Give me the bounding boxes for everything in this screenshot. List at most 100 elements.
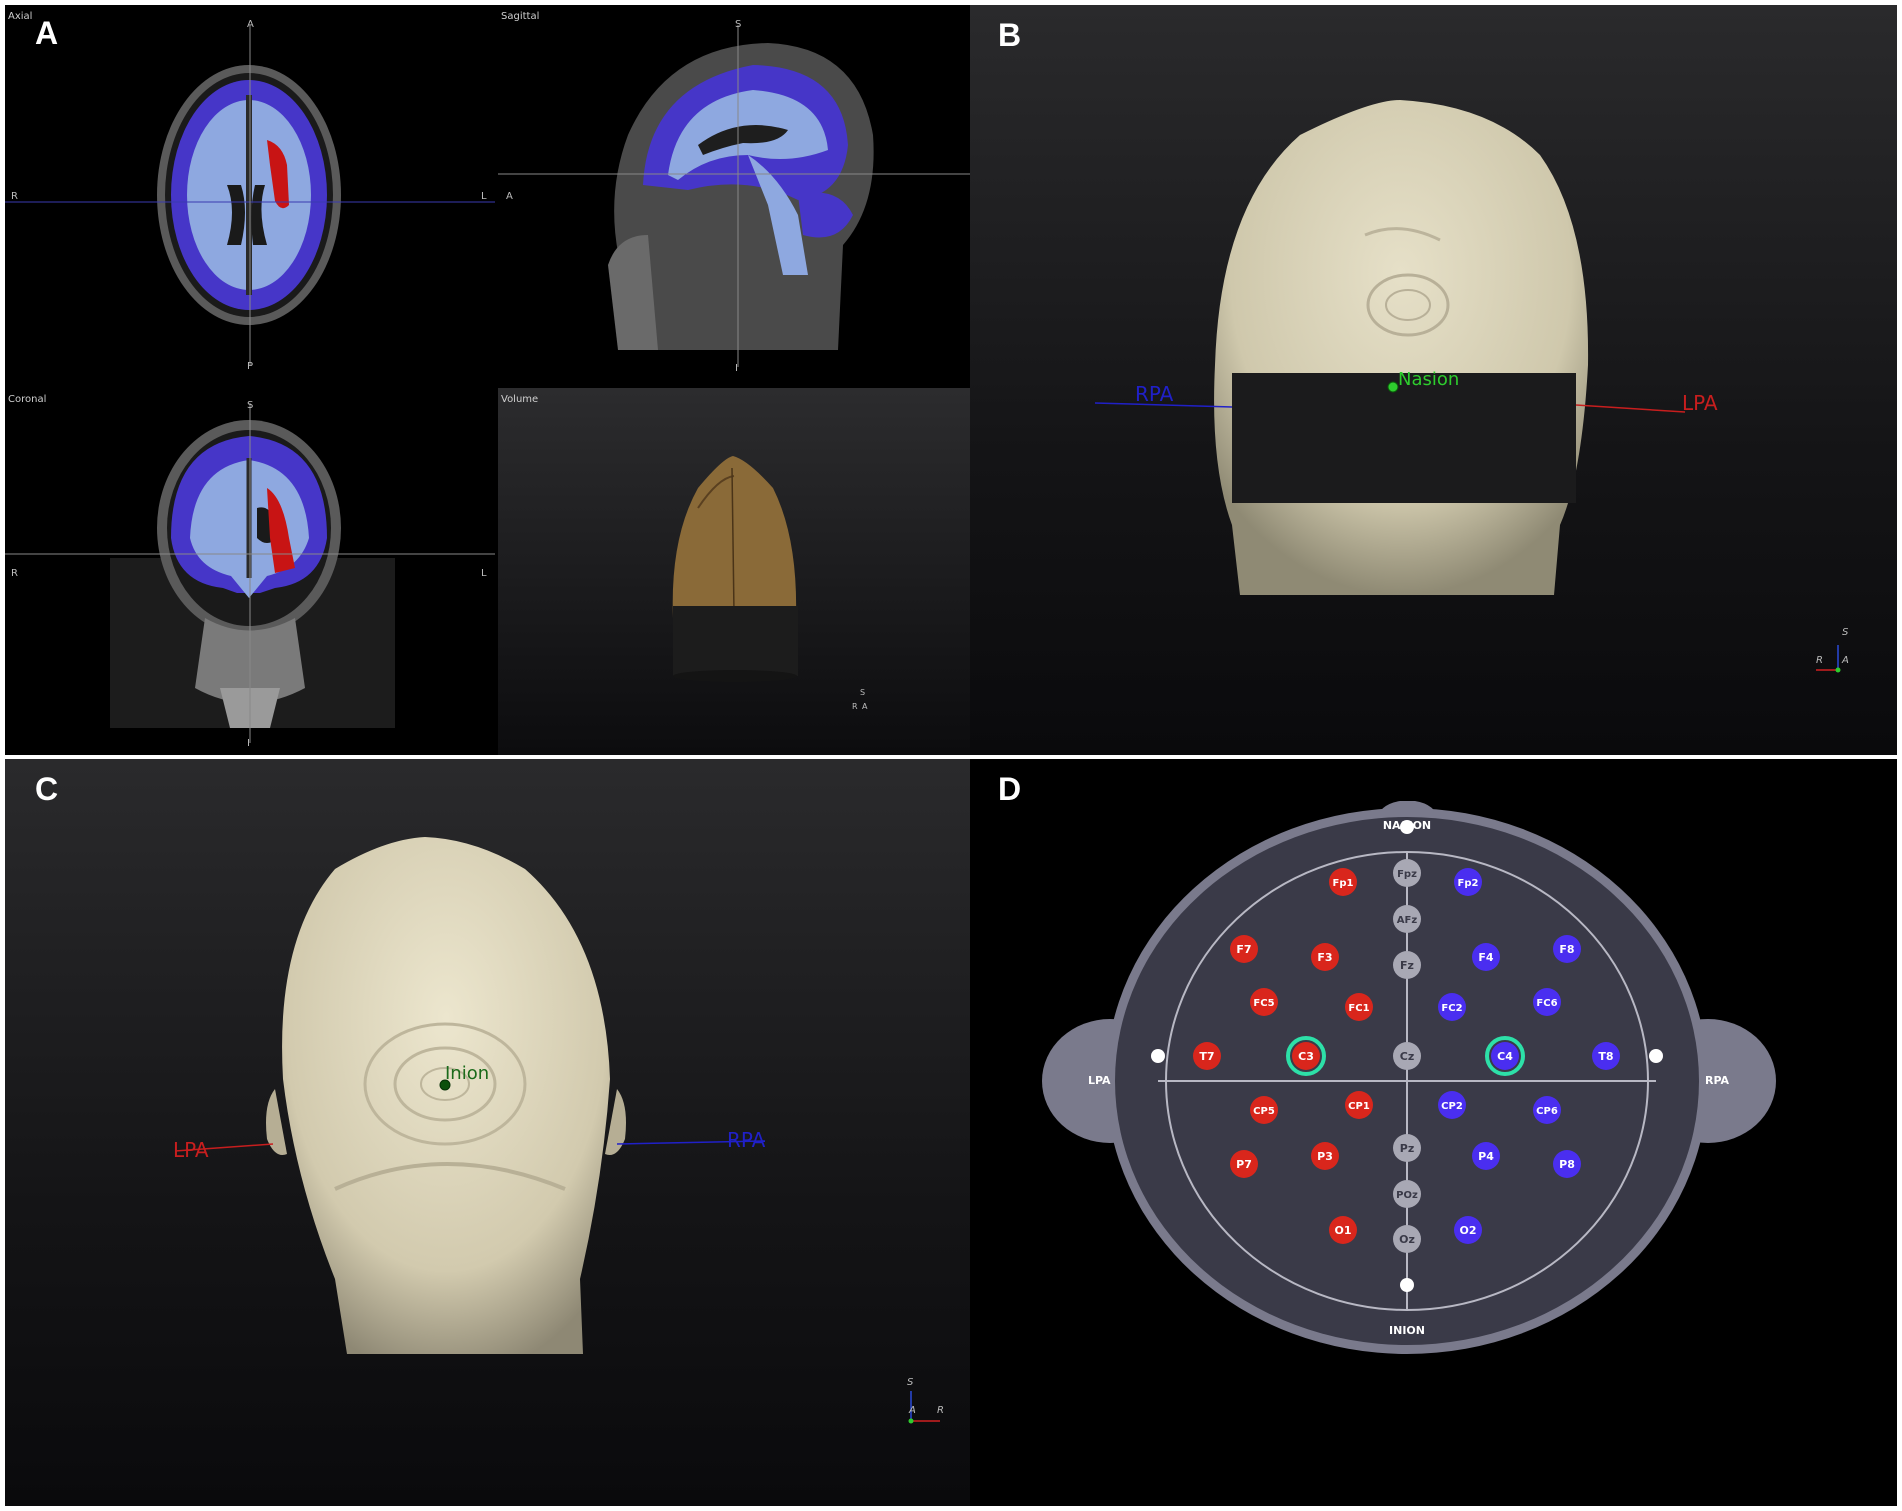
electrode-dot (1393, 1225, 1421, 1253)
electrode-f8[interactable]: F8 (1553, 935, 1581, 963)
electrode-f7[interactable]: F7 (1230, 935, 1258, 963)
lpa-label-c: LPA (173, 1138, 209, 1162)
electrode-t8[interactable]: T8 (1592, 1042, 1620, 1070)
electrode-label: Fpz (1397, 869, 1417, 880)
panel-d-label: D (998, 771, 1022, 807)
electrode-cp6[interactable]: CP6 (1533, 1096, 1561, 1124)
electrode-p3[interactable]: P3 (1311, 1142, 1339, 1170)
electrode-dot (1230, 935, 1258, 963)
lpa-dot (1151, 1049, 1165, 1063)
coronal-orient-bottom: I (247, 738, 250, 749)
electrode-cp5[interactable]: CP5 (1250, 1096, 1278, 1124)
electrode-dot (1311, 943, 1339, 971)
electrode-label: FC1 (1348, 1003, 1369, 1014)
sagittal-slice-image (498, 25, 970, 367)
sagittal-orient-top: S (735, 19, 742, 30)
electrode-label: T8 (1598, 1050, 1613, 1063)
electrode-label: AFz (1397, 915, 1418, 926)
electrode-f3[interactable]: F3 (1311, 943, 1339, 971)
electrode-dot (1393, 951, 1421, 979)
electrode-t7[interactable]: T7 (1193, 1042, 1221, 1070)
electrode-cp2[interactable]: CP2 (1438, 1091, 1466, 1119)
electrode-dot (1193, 1042, 1221, 1070)
electrode-p7[interactable]: P7 (1230, 1150, 1258, 1178)
axis-b-r: R (1816, 655, 1823, 666)
panel-b-label: B (998, 17, 1022, 53)
electrode-fc1[interactable]: FC1 (1345, 993, 1373, 1021)
electrode-fp1[interactable]: Fp1 (1329, 868, 1357, 896)
electrode-fc5[interactable]: FC5 (1250, 988, 1278, 1016)
electrode-cp1[interactable]: CP1 (1345, 1091, 1373, 1119)
electrode-p8[interactable]: P8 (1553, 1150, 1581, 1178)
electrode-dot (1393, 1180, 1421, 1208)
electrode-label: POz (1396, 1190, 1418, 1201)
axial-orient-right: L (481, 191, 487, 202)
electrode-c4[interactable]: C4 (1485, 1036, 1525, 1076)
volume-viewport[interactable]: Volume S R A (498, 388, 970, 755)
sagittal-orient-left: A (506, 191, 513, 202)
electrode-dot (1454, 1216, 1482, 1244)
electrode-label: F3 (1317, 951, 1332, 964)
electrode-label: T7 (1199, 1050, 1214, 1063)
rpa-landmark-label: RPA (1705, 1074, 1730, 1087)
sagittal-viewport[interactable]: Sagittal S I A (498, 5, 970, 385)
electrode-pz[interactable]: Pz (1393, 1134, 1421, 1162)
lpa-label: LPA (1682, 391, 1718, 415)
electrode-fc6[interactable]: FC6 (1533, 988, 1561, 1016)
axis-b-a: A (1842, 655, 1849, 666)
electrode-label: F4 (1478, 951, 1494, 964)
head-front-render (1094, 100, 1686, 595)
electrode-label: P4 (1478, 1150, 1494, 1163)
electrode-dot (1454, 868, 1482, 896)
electrode-p4[interactable]: P4 (1472, 1142, 1500, 1170)
coronal-orient-top: S (247, 400, 254, 411)
coronal-viewport[interactable]: Coronal S I R L (5, 388, 495, 755)
electrode-o1[interactable]: O1 (1329, 1216, 1357, 1244)
electrode-dot (1491, 1042, 1519, 1070)
electrode-label: C3 (1298, 1050, 1314, 1063)
axial-viewport[interactable]: Axial A P R L (5, 5, 495, 385)
electrode-label: Pz (1400, 1142, 1414, 1155)
electrode-oz[interactable]: Oz (1393, 1225, 1421, 1253)
electrode-o2[interactable]: O2 (1454, 1216, 1482, 1244)
electrode-label: F8 (1559, 943, 1574, 956)
electrode-label: Oz (1399, 1233, 1415, 1246)
target-ring (1485, 1036, 1525, 1076)
volume-title: Volume (501, 394, 539, 405)
axial-slice-image (5, 25, 495, 365)
electrode-poz[interactable]: POz (1393, 1180, 1421, 1208)
rpa-label-c: RPA (727, 1128, 766, 1152)
electrode-dot (1438, 1091, 1466, 1119)
electrode-dot (1472, 943, 1500, 971)
nasion-landmark-label: NASION (1382, 819, 1432, 832)
electrode-c3[interactable]: C3 (1286, 1036, 1326, 1076)
electrode-label: Fz (1400, 959, 1414, 972)
electrode-fpz[interactable]: Fpz (1393, 859, 1421, 887)
nasion-dot (1400, 820, 1414, 834)
panel-b[interactable]: B Nasion RPA LPA S R A (970, 5, 1897, 755)
electrode-f4[interactable]: F4 (1472, 943, 1500, 971)
rpa-label: RPA (1135, 382, 1174, 406)
electrode-fz[interactable]: Fz (1393, 951, 1421, 979)
electrode-dot (1553, 935, 1581, 963)
axial-title: Axial (8, 11, 33, 22)
panel-c[interactable]: C Inion LPA RPA S A R (5, 759, 970, 1506)
electrode-label: CP5 (1253, 1106, 1275, 1117)
electrode-fp2[interactable]: Fp2 (1454, 868, 1482, 896)
electrode-cz[interactable]: Cz (1393, 1042, 1421, 1070)
electrode-label: Fp1 (1333, 878, 1354, 889)
rpa-dot (1649, 1049, 1663, 1063)
volume-head-render (672, 456, 798, 682)
electrode-fc2[interactable]: FC2 (1438, 993, 1466, 1021)
inion-label: Inion (445, 1063, 490, 1084)
electrode-afz[interactable]: AFz (1393, 905, 1421, 933)
electrode-dot (1311, 1142, 1339, 1170)
electrode-label: F7 (1236, 943, 1251, 956)
coronal-orient-right: L (481, 568, 487, 579)
electrode-dot (1393, 859, 1421, 887)
electrode-label: FC6 (1536, 998, 1557, 1009)
coronal-title: Coronal (8, 394, 47, 405)
inion-dot (1400, 1278, 1414, 1292)
